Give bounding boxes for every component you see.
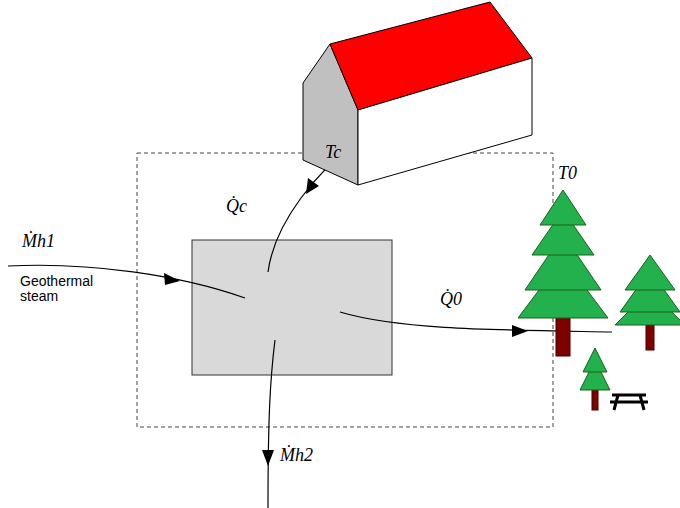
heat-label: Q̇0: [440, 290, 462, 310]
house-node: Tc: [300, 0, 535, 190]
tree: [615, 255, 680, 350]
flow-label: Ṁh2: [280, 446, 313, 466]
steam-out-line: [268, 340, 275, 508]
temperature-label: T0: [558, 164, 577, 184]
arrowheads: [164, 178, 528, 466]
house-wall: [358, 58, 532, 185]
arrowhead: [164, 273, 180, 285]
heat-label: Q̇c: [226, 197, 247, 217]
picnic-table: [610, 395, 648, 410]
arrowhead: [306, 178, 319, 194]
plant-box: [192, 240, 392, 375]
arrowhead: [262, 450, 274, 466]
big-tree: [518, 190, 608, 356]
system-boundary: [137, 153, 553, 427]
flow-label: Ṁh1: [22, 232, 55, 252]
temperature-label: Tc: [325, 143, 341, 163]
small-tree: [580, 348, 610, 410]
flow-lines: [8, 146, 612, 508]
arrowhead: [512, 325, 528, 337]
stream-label: Geothermal steam: [20, 274, 110, 305]
